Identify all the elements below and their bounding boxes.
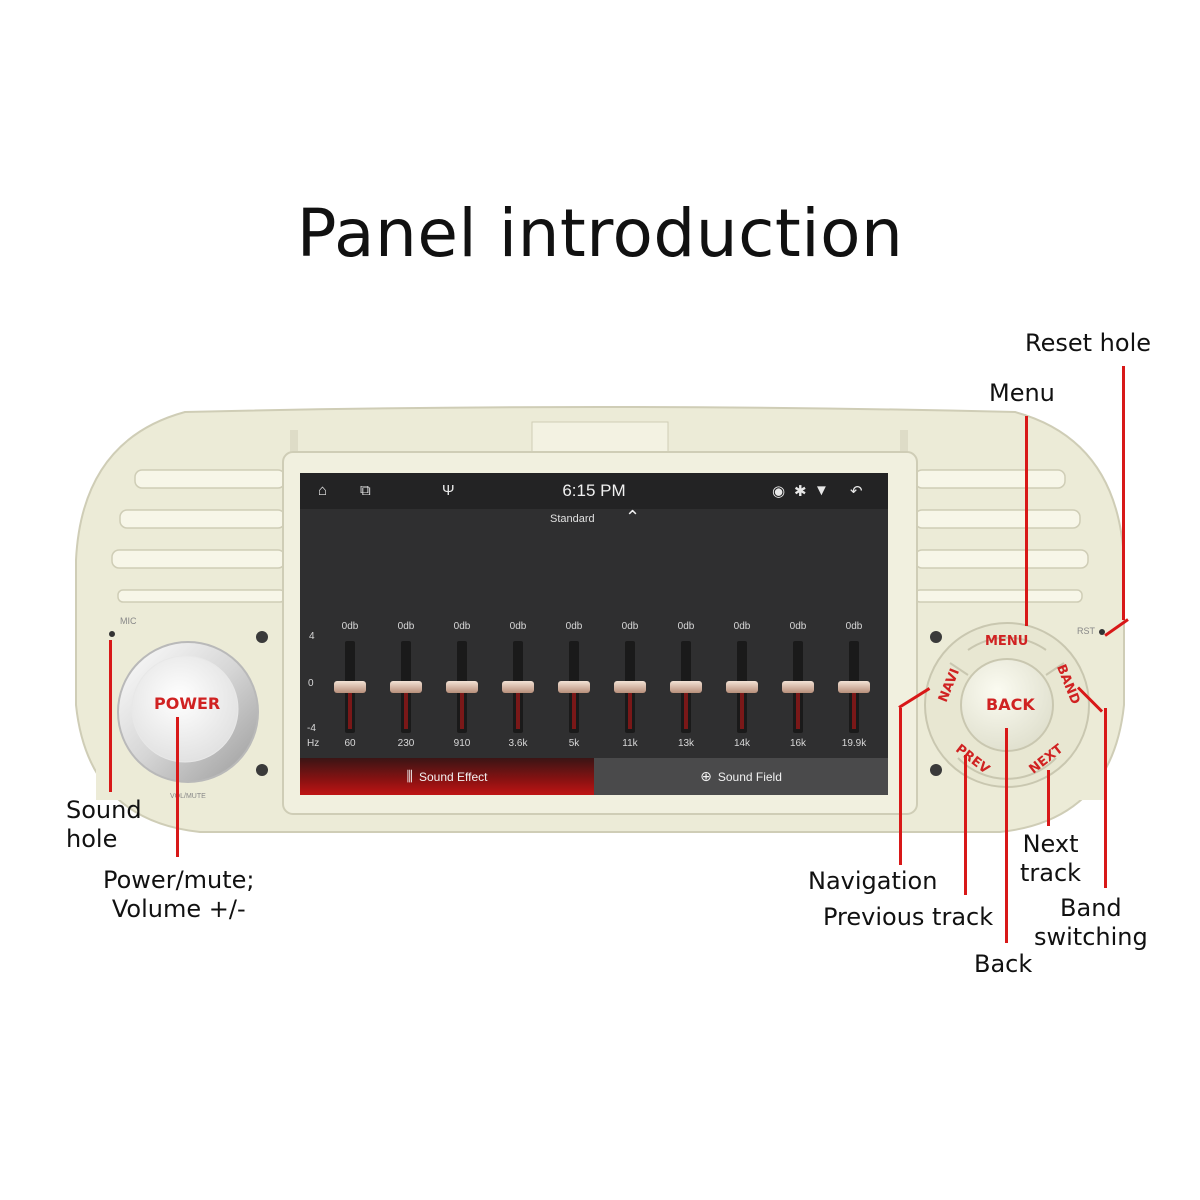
power-knob[interactable]: POWER [154,694,221,713]
eq-slider-knob[interactable] [390,681,422,693]
axis-top: 4 [309,631,315,642]
eq-slider-fill [404,687,408,729]
eq-slider-knob[interactable] [782,681,814,693]
back-arrow-icon[interactable]: ↶ [850,483,863,500]
tab-sound-field-label: Sound Field [717,770,782,784]
eq-band-8: 0db 16k [778,621,818,751]
eq-slider-knob[interactable] [502,681,534,693]
tab-sound-field[interactable]: ⊕ Sound Field [594,758,888,795]
callout-previous-track: Previous track [823,903,994,931]
location-icon: ◉ [772,483,786,500]
callout-power-mute: Power/mute; Volume +/- [103,866,255,923]
eq-band-0: 0db 60 [330,621,370,751]
eq-slider-knob[interactable] [838,681,870,693]
eq-preset[interactable]: Standard [550,513,595,525]
eq-frequency-label: 13k [677,738,695,749]
next-line [1047,770,1050,826]
home-icon[interactable]: ⌂ [318,482,328,499]
eq-frequency-label: 11k [622,738,638,749]
callout-next-track: Next track [1020,830,1082,887]
eq-slider-fill [348,687,352,729]
recent-apps-icon[interactable]: ⧉ [360,482,371,499]
eq-level-label: 0db [845,621,863,632]
axis-unit: Hz [307,738,320,749]
vol-mute-label: VOL/MUTE [170,793,206,800]
eq-slider-knob[interactable] [670,681,702,693]
eq-level-label: 0db [789,621,807,632]
eq-slider-fill [572,687,576,729]
back-line [1005,728,1008,943]
eq-level-label: 0db [565,621,583,632]
mic-label: MIC [120,616,137,626]
eq-slider-knob[interactable] [614,681,646,693]
eq-frequency-label: 16k [789,738,807,749]
tab-sound-effect[interactable]: ⫼ Sound Effect [300,758,594,795]
rst-label: RST [1077,626,1095,636]
eq-band-2: 0db 910 [442,621,482,751]
axis-bottom: -4 [307,723,316,734]
eq-band-7: 0db 14k [722,621,762,751]
prev-line [964,755,967,895]
sound-hole-line [109,640,112,792]
callout-back: Back [974,950,1033,978]
eq-frequency-label: 910 [453,738,471,749]
eq-slider-fill [460,687,464,729]
tab-sound-effect-label: Sound Effect [418,770,488,784]
status-bar: ⌂ ⧉ Ψ 6:15 PM ◉ ✱ ▼ ↶ [300,473,888,509]
eq-slider-fill [684,687,688,729]
menu-button[interactable]: MENU [985,634,1029,649]
navigation-line [899,708,902,865]
eq-frequency-label: 19.9k [841,738,867,749]
callout-menu: Menu [989,379,1055,407]
eq-level-label: 0db [677,621,695,632]
eq-band-4: 0db 5k [554,621,594,751]
eq-frequency-label: 230 [397,738,415,749]
head-unit-screen: ⌂ ⧉ Ψ 6:15 PM ◉ ✱ ▼ ↶ Standard ⌃ 4 0 -4 … [300,473,888,795]
eq-level-label: 0db [453,621,471,632]
callout-band-switching: Band switching [1034,894,1148,951]
eq-slider-knob[interactable] [726,681,758,693]
eq-slider-knob[interactable] [558,681,590,693]
eq-level-label: 0db [509,621,527,632]
wifi-icon: ▼ [814,482,829,499]
eq-slider-knob[interactable] [334,681,366,693]
chevron-up-icon[interactable]: ⌃ [625,507,641,527]
callout-sound-hole: Sound hole [66,796,142,853]
eq-band-5: 0db 11k [610,621,650,751]
eq-slider-knob[interactable] [446,681,478,693]
power-line [176,717,179,857]
eq-slider-fill [628,687,632,729]
menu-line [1025,416,1028,626]
eq-frequency-label: 60 [344,738,356,749]
eq-frequency-label: 5k [568,738,580,749]
eq-slider-fill [852,687,856,729]
sliders-icon: ⫼ [406,768,413,784]
reset-hole-line [1122,366,1125,620]
back-button[interactable]: BACK [986,695,1035,714]
axis-mid: 0 [308,678,314,689]
page-title: Panel introduction [296,195,904,272]
callout-navigation: Navigation [808,867,938,895]
eq-frequency-label: 3.6k [508,738,528,749]
clock: 6:15 PM [562,481,626,500]
eq-slider-fill [796,687,800,729]
eq-slider-fill [740,687,744,729]
callout-reset-hole: Reset hole [1025,329,1151,357]
bluetooth-icon: ✱ [794,483,807,500]
usb-icon: Ψ [442,482,455,499]
eq-level-label: 0db [621,621,639,632]
target-icon: ⊕ [700,768,712,784]
band-line [1104,708,1107,888]
eq-slider-fill [516,687,520,729]
eq-frequency-label: 14k [733,738,751,749]
eq-band-9: 0db 19.9k [834,621,874,751]
eq-level-label: 0db [397,621,415,632]
eq-level-label: 0db [341,621,359,632]
eq-band-3: 0db 3.6k [498,621,538,751]
eq-level-label: 0db [733,621,751,632]
eq-band-1: 0db 230 [386,621,426,751]
eq-band-6: 0db 13k [666,621,706,751]
